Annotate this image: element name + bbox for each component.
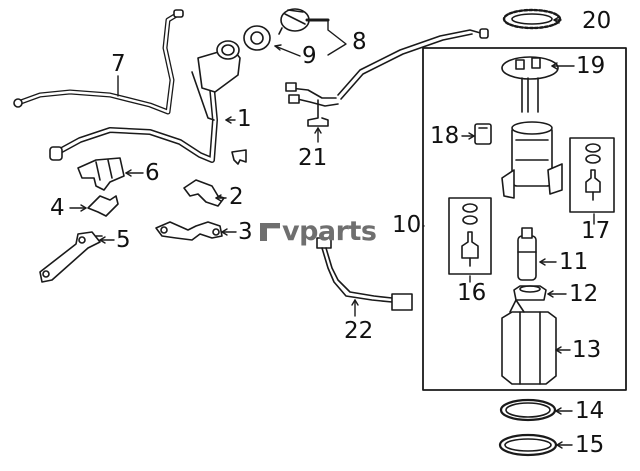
callout-19: 19 [576, 53, 606, 79]
fuel-pump-module-box [422, 47, 627, 391]
callout-14: 14 [575, 398, 605, 424]
part-3-bracket [155, 221, 223, 241]
callout-3: 3 [238, 219, 253, 245]
pump-assembly [501, 121, 563, 199]
part-20-lock-ring [502, 8, 562, 30]
callout-6: 6 [145, 160, 160, 186]
part-5-bracket [39, 231, 103, 283]
part-9-grommet [243, 25, 271, 51]
callout-4: 4 [50, 195, 65, 221]
callout-20: 20 [582, 8, 612, 34]
part-15-ring-inner [504, 438, 552, 452]
callout-10: 10 [392, 212, 422, 238]
watermark-logo: vparts [260, 216, 377, 247]
callout-12: 12 [569, 281, 599, 307]
callout-2: 2 [229, 184, 244, 210]
callout-8: 8 [352, 29, 367, 55]
callout-7: 7 [111, 51, 126, 77]
part-8-fuel-cap [278, 8, 330, 35]
leader-9 [274, 45, 301, 57]
part-4-bracket [87, 195, 119, 217]
callout-22: 22 [344, 318, 374, 344]
part-2-bracket [183, 179, 225, 207]
part-15-ring [498, 433, 558, 457]
callout-5: 5 [116, 227, 131, 253]
part-22-harness [316, 237, 413, 311]
part-17-kit-box [569, 137, 615, 213]
watermark-icon [260, 223, 280, 241]
leader-8 [327, 19, 347, 56]
leader-lines [69, 16, 595, 449]
part-14-seal [499, 398, 557, 422]
part-21-harness [285, 28, 489, 127]
part-13-reservoir [501, 299, 557, 385]
watermark-text: vparts [282, 216, 377, 247]
callout-16: 16 [457, 280, 487, 306]
part-16-sensor-kit [461, 203, 479, 267]
part-7-vent-line [13, 9, 184, 115]
callout-1: 1 [237, 106, 252, 132]
part-18-connector [474, 123, 492, 145]
callout-11: 11 [559, 249, 589, 275]
callout-15: 15 [575, 432, 605, 458]
part-17-sensor-kit [585, 143, 601, 201]
part-16-kit-box [448, 197, 492, 275]
part-11-fuel-pump [517, 227, 537, 281]
part-1-filler-pipe [49, 40, 247, 165]
callout-13: 13 [572, 337, 602, 363]
part-12-retainer [513, 285, 547, 301]
callout-18: 18 [430, 123, 460, 149]
part-19-flange [501, 56, 559, 113]
callout-17: 17 [581, 218, 611, 244]
part-6-clip [77, 157, 125, 191]
callout-21: 21 [298, 145, 328, 171]
part-14-seal-inner [505, 402, 551, 418]
callout-9: 9 [302, 43, 317, 69]
